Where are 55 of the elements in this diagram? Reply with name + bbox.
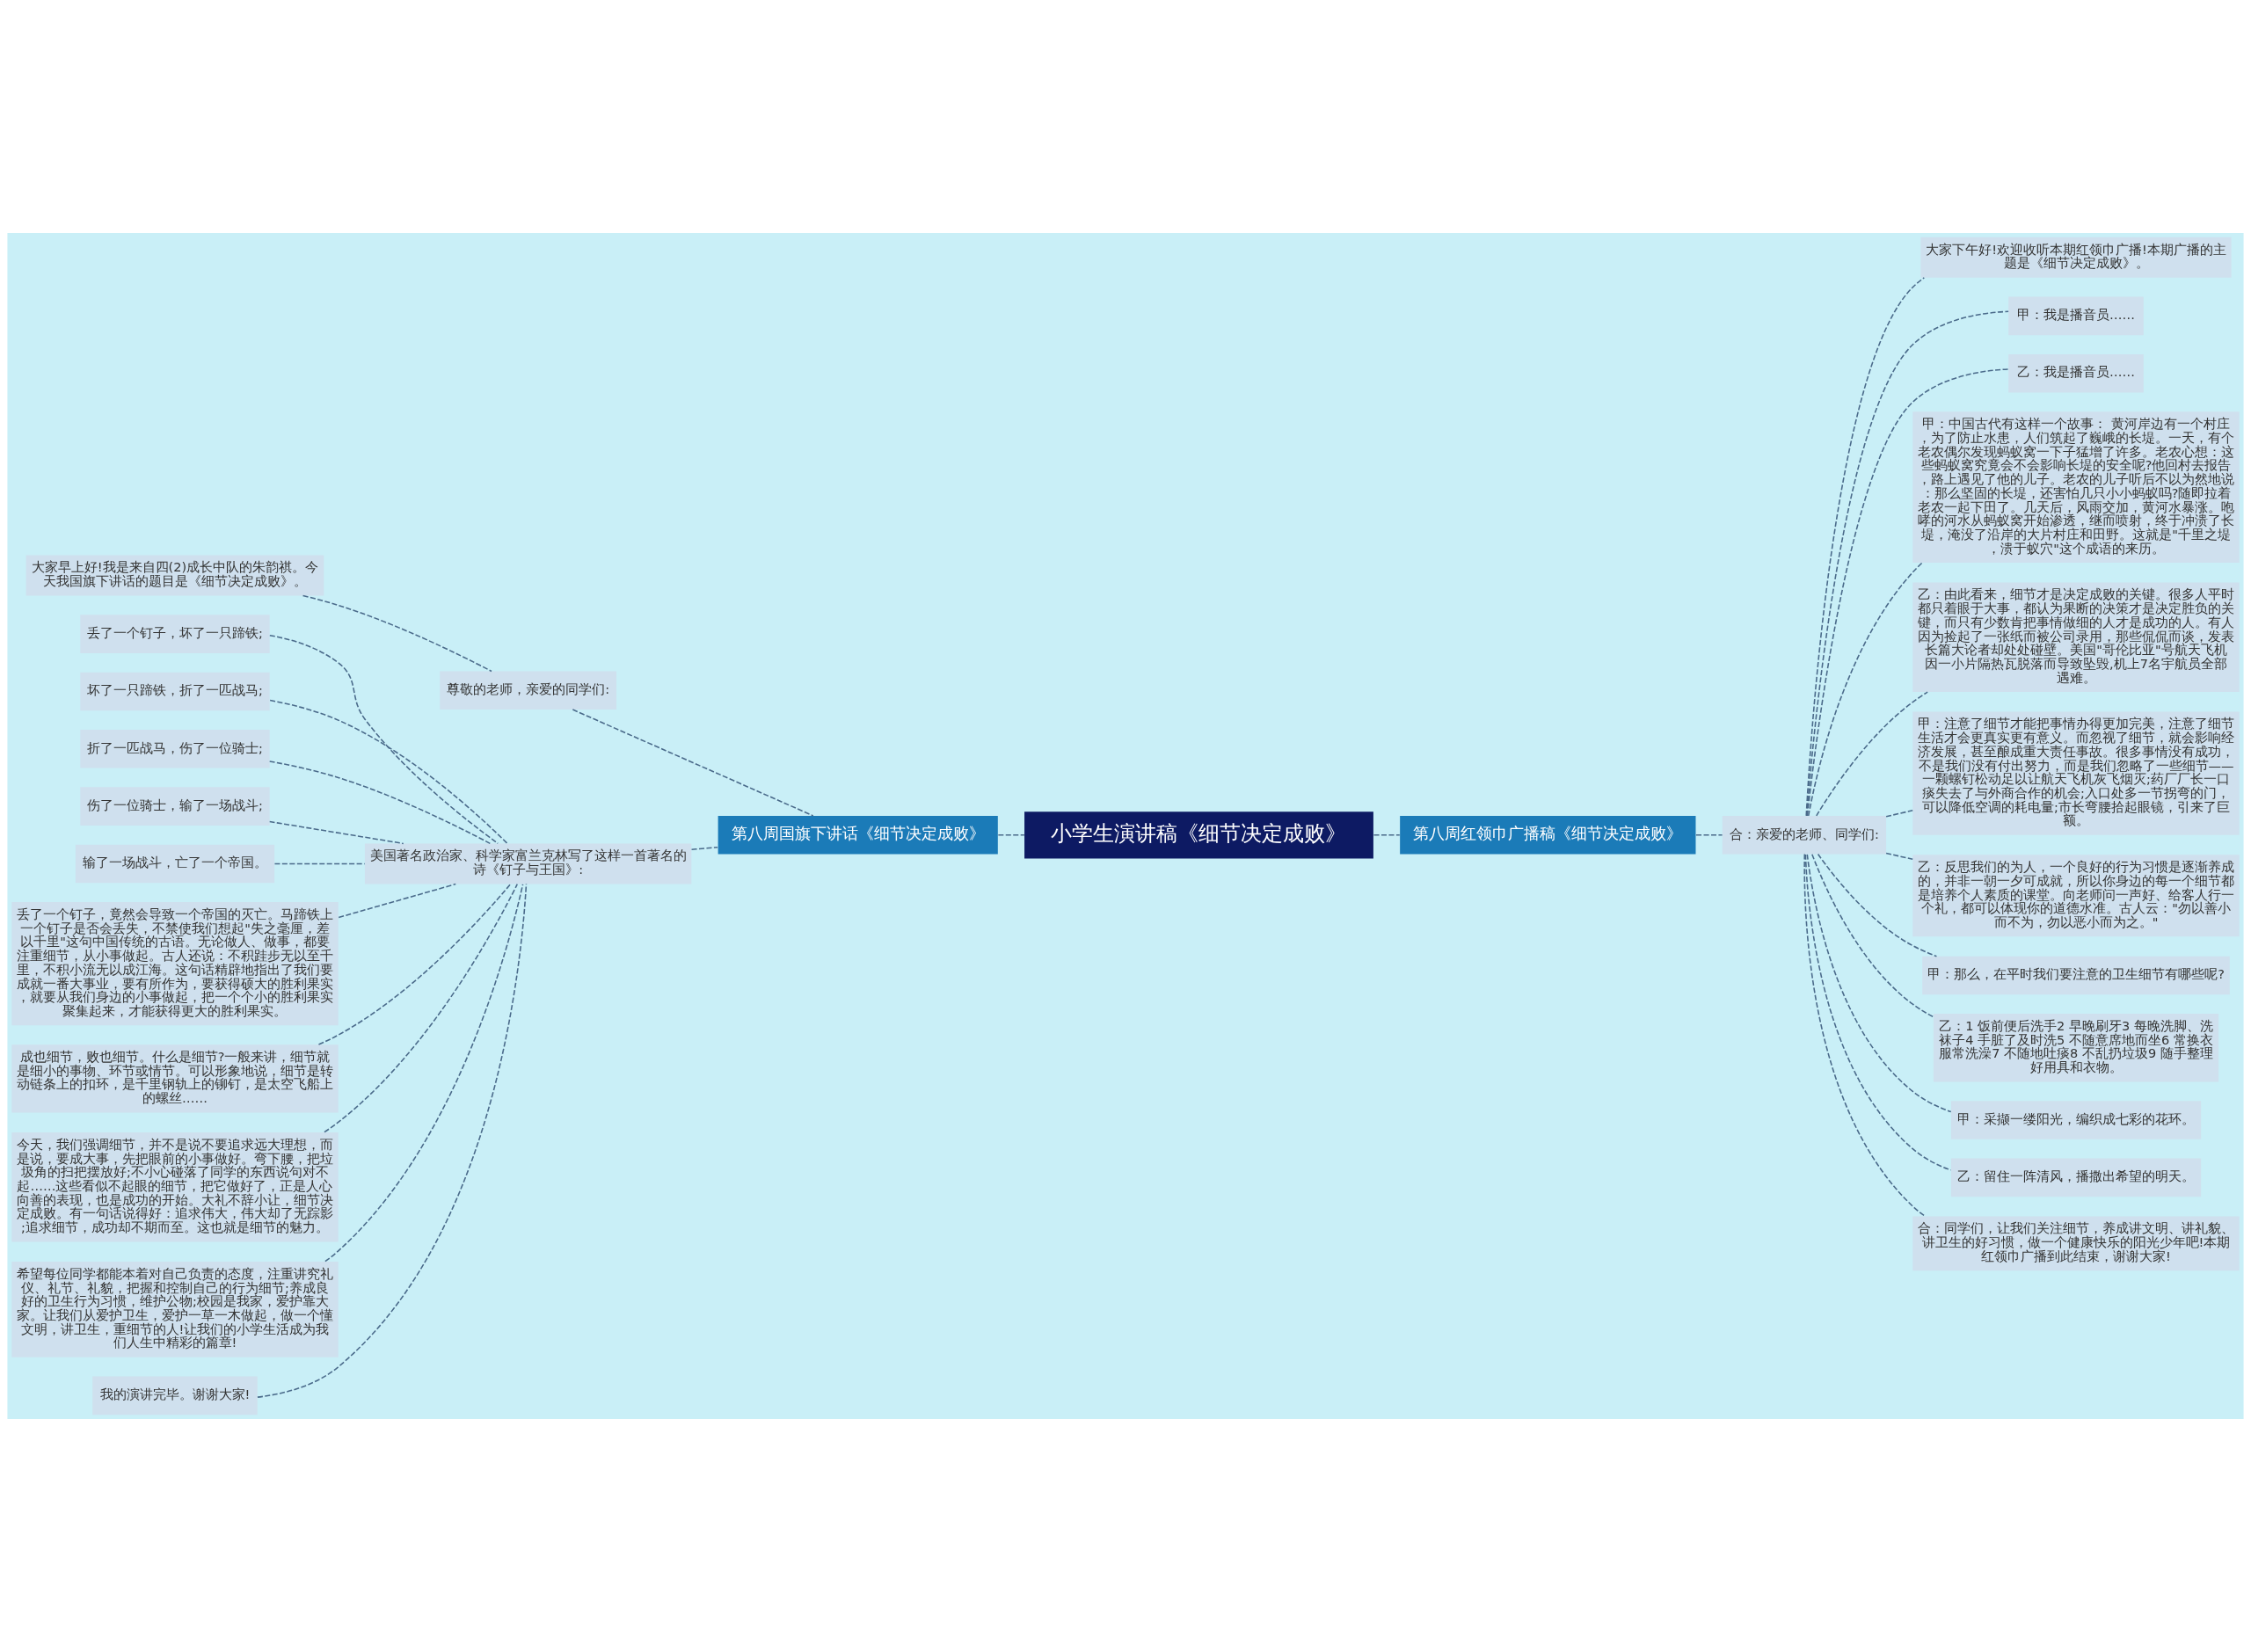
connector bbox=[1885, 810, 1913, 818]
node-box: 乙：我是播音员…… bbox=[2008, 353, 2144, 393]
connector bbox=[268, 761, 492, 845]
connector bbox=[324, 883, 519, 1133]
node-box: 折了一匹战马，伤了一位骑士; bbox=[80, 730, 270, 768]
node-box: 伤了一位骑士，输了一场战斗; bbox=[80, 787, 270, 826]
connector bbox=[1807, 562, 1923, 817]
connector bbox=[1885, 852, 1913, 861]
node-box: 大家下午好!欢迎收听本期红领巾广播!本期广播的主题是《细节决定成败》。 bbox=[1920, 237, 2232, 278]
node-box: 乙：反思我们的为人，一个良好的行为习惯是逐渐养成的，并非一朝一夕可成就，所以你身边的每一个细节都是培养个人素质的课堂。向老师问一声好、给客人行一个礼，都可以体现你的道德水准。古人云："勿以善小而不为，勿以恶小而为之。" bbox=[1912, 855, 2240, 937]
connector bbox=[273, 862, 366, 865]
connector bbox=[1806, 854, 1952, 1113]
node-box: 丢了一个钉子，竟然会导致一个帝国的灭亡。马蹄铁上一个钉子是否会丢失，不禁使我们想起"失之毫厘，差以千里"这句中国传统的古语。无论做人、做事，都要注重细节，从小事做起。古人还说：不积跬步无以至千里，不积小流无以成江海。这句话精辟地指出了我们要成就一番大事业，要有所作为，要获得硕大的胜利果实，就要从我们身边的小事做起，把一个个小的胜利果实聚集起来，才能获得更大的胜利果实。 bbox=[11, 902, 339, 1026]
node-box: 第八周国旗下讲话《细节决定成败》 bbox=[718, 816, 998, 855]
node-box: 丢了一个钉子，坏了一只蹄铁; bbox=[80, 615, 270, 653]
node-box: 输了一场战斗，亡了一个帝国。 bbox=[75, 844, 275, 884]
connector bbox=[1816, 691, 1928, 817]
connector bbox=[1803, 853, 1927, 1218]
node-box: 甲：采撷一缕阳光，编织成七彩的花环。 bbox=[1950, 1101, 2202, 1139]
connector bbox=[269, 699, 508, 844]
connector bbox=[268, 820, 404, 845]
node-box: 坏了一只蹄铁，折了一匹战马; bbox=[80, 672, 270, 711]
node-box: 小学生演讲稿《细节决定成败》 bbox=[1024, 811, 1373, 859]
connector bbox=[257, 883, 528, 1398]
connector bbox=[324, 884, 524, 1263]
node-box: 甲：中国古代有这样一个故事： 黄河岸边有一个村庄，为了防止水患，人们筑起了巍峨的长堤。一天，有个老农偶尔发现蚂蚁窝一下子猛增了许多。老农心想：这些蚂蚁窝究竟会不会影响长堤的安全呢?他回村去报告，路上遇见了他的儿子。老农的儿子听后不以为然地说：那么坚固的长堤，还害怕几只小小蚂蚁吗?随即拉着老农一起下田了。几天后，风雨交加，黄河水暴涨。咆哮的河水从蚂蚁窝开始渗透，继而喷射，终于冲溃了长堤，淹没了沿岸的大片村庄和田野。这就是"千里之堤，溃于蚁穴"这个成语的来历。 bbox=[1912, 411, 2240, 564]
connector bbox=[1695, 834, 1723, 836]
connector bbox=[338, 883, 457, 919]
node-box: 美国著名政治家、科学家富兰克林写了这样一首著名的诗《钉子与王国》: bbox=[364, 843, 692, 884]
connector bbox=[317, 883, 512, 1045]
node-box: 第八周红领巾广播稿《细节决定成败》 bbox=[1400, 816, 1696, 855]
node-box: 成也细节，败也细节。什么是细节?一般来讲，细节就是细小的事物、环节或情节。可以形象地说，细节是转动链条上的扣环，是千里钢轨上的铆钉，是太空飞船上的螺丝…… bbox=[11, 1044, 339, 1113]
node-box: 大家早上好!我是来自四(2)成长中队的朱韵祺。今天我国旗下讲话的题目是《细节决定成败》。 bbox=[25, 555, 324, 596]
connector bbox=[690, 846, 718, 851]
connector bbox=[572, 709, 814, 817]
node-box: 我的演讲完毕。谢谢大家! bbox=[92, 1376, 258, 1415]
connector bbox=[302, 594, 492, 673]
node-box: 甲：我是播音员…… bbox=[2008, 296, 2144, 336]
node-box: 尊敬的老师，亲爱的同学们: bbox=[440, 671, 617, 710]
node-box: 乙：由此看来，细节才是决定成败的关键。很多人平时都只着眼于大事，都认为果断的决策才是决定胜负的关键，而只有少数肯把事情做细的人才是成功的人。有人因为捡起了一张纸而被公司录用，那些侃侃而谈，发表长篇大论者却处处碰壁。美国"哥伦比亚"号航天飞机因一小片隔热瓦脱落而导致坠毁,机上7名宇航员全部遇难。 bbox=[1912, 582, 2240, 693]
connector bbox=[1373, 834, 1401, 836]
node-box: 甲：那么，在平时我们要注意的卫生细节有哪些呢? bbox=[1922, 956, 2230, 995]
connector bbox=[1811, 853, 1934, 1018]
node-box: 合：同学们，让我们关注细节，养成讲文明、讲礼貌、讲卫生的好习惯，做一个健康快乐的阳光少年吧!本期红领巾广播到此结束，谢谢大家! bbox=[1912, 1216, 2240, 1271]
node-box: 甲：注意了细节才能把事情办得更加完美，注意了细节生活才会更真实更有意义。而忽视了细节，就会影响经济发展，甚至酿成重大责任事故。很多事情没有成功，不是我们没有付出努力，而是我们忽略了一些细节——一颗螺钉松动足以让航天飞机灰飞烟灭;药厂厂长一口痰失去了与外商合作的机会;入口处多一节拐弯的门，可以降低空调的耗电量;市长弯腰拾起眼镜，引来了巨额。 bbox=[1912, 711, 2240, 835]
node-box: 乙：1 饭前便后洗手2 早晚刷牙3 每晚洗脚、洗袜子4 手脏了及时洗5 不随意席地而坐6 常换衣服常洗澡7 不随地吐痰8 不乱扔垃圾9 随手整理好用具和衣物。 bbox=[1933, 1014, 2219, 1082]
connector bbox=[997, 834, 1025, 836]
connector bbox=[1804, 854, 1952, 1171]
connector bbox=[269, 634, 499, 845]
node-box: 合：亲爱的老师、同学们: bbox=[1722, 816, 1887, 855]
node-box: 今天，我们强调细节，并不是说不要追求远大理想，而是说，要成大事，先把眼前的小事做好。弯下腰，把垃圾角的扫把摆放好;不小心碰落了同学的东西说句对不起……这些看似不起眼的细节，把它做好了，正是人心向善的表现，也是成功的开始。大礼不辞小让，细节决定成败。有一句话说得好：追求伟大，伟大却了无踪影;追求细节，成功却不期而至。这也就是细节的魅力。 bbox=[11, 1132, 339, 1242]
node-box: 乙：留住一阵清风，播撒出希望的明天。 bbox=[1950, 1158, 2202, 1197]
node-box: 希望每位同学都能本着对自己负责的态度，注重讲究礼仪、礼节、礼貌，把握和控制自己的行为细节;养成良好的卫生行为习惯，维护公物;校园是我家，爱护靠大家。让我们从爱护卫生，爱护一草一木做起，做一个懂文明，讲卫生，重细节的人!让我们的小学生活成为我们人生中精彩的篇章! bbox=[11, 1261, 339, 1357]
connector bbox=[1805, 277, 1926, 817]
connector bbox=[1817, 853, 1938, 957]
